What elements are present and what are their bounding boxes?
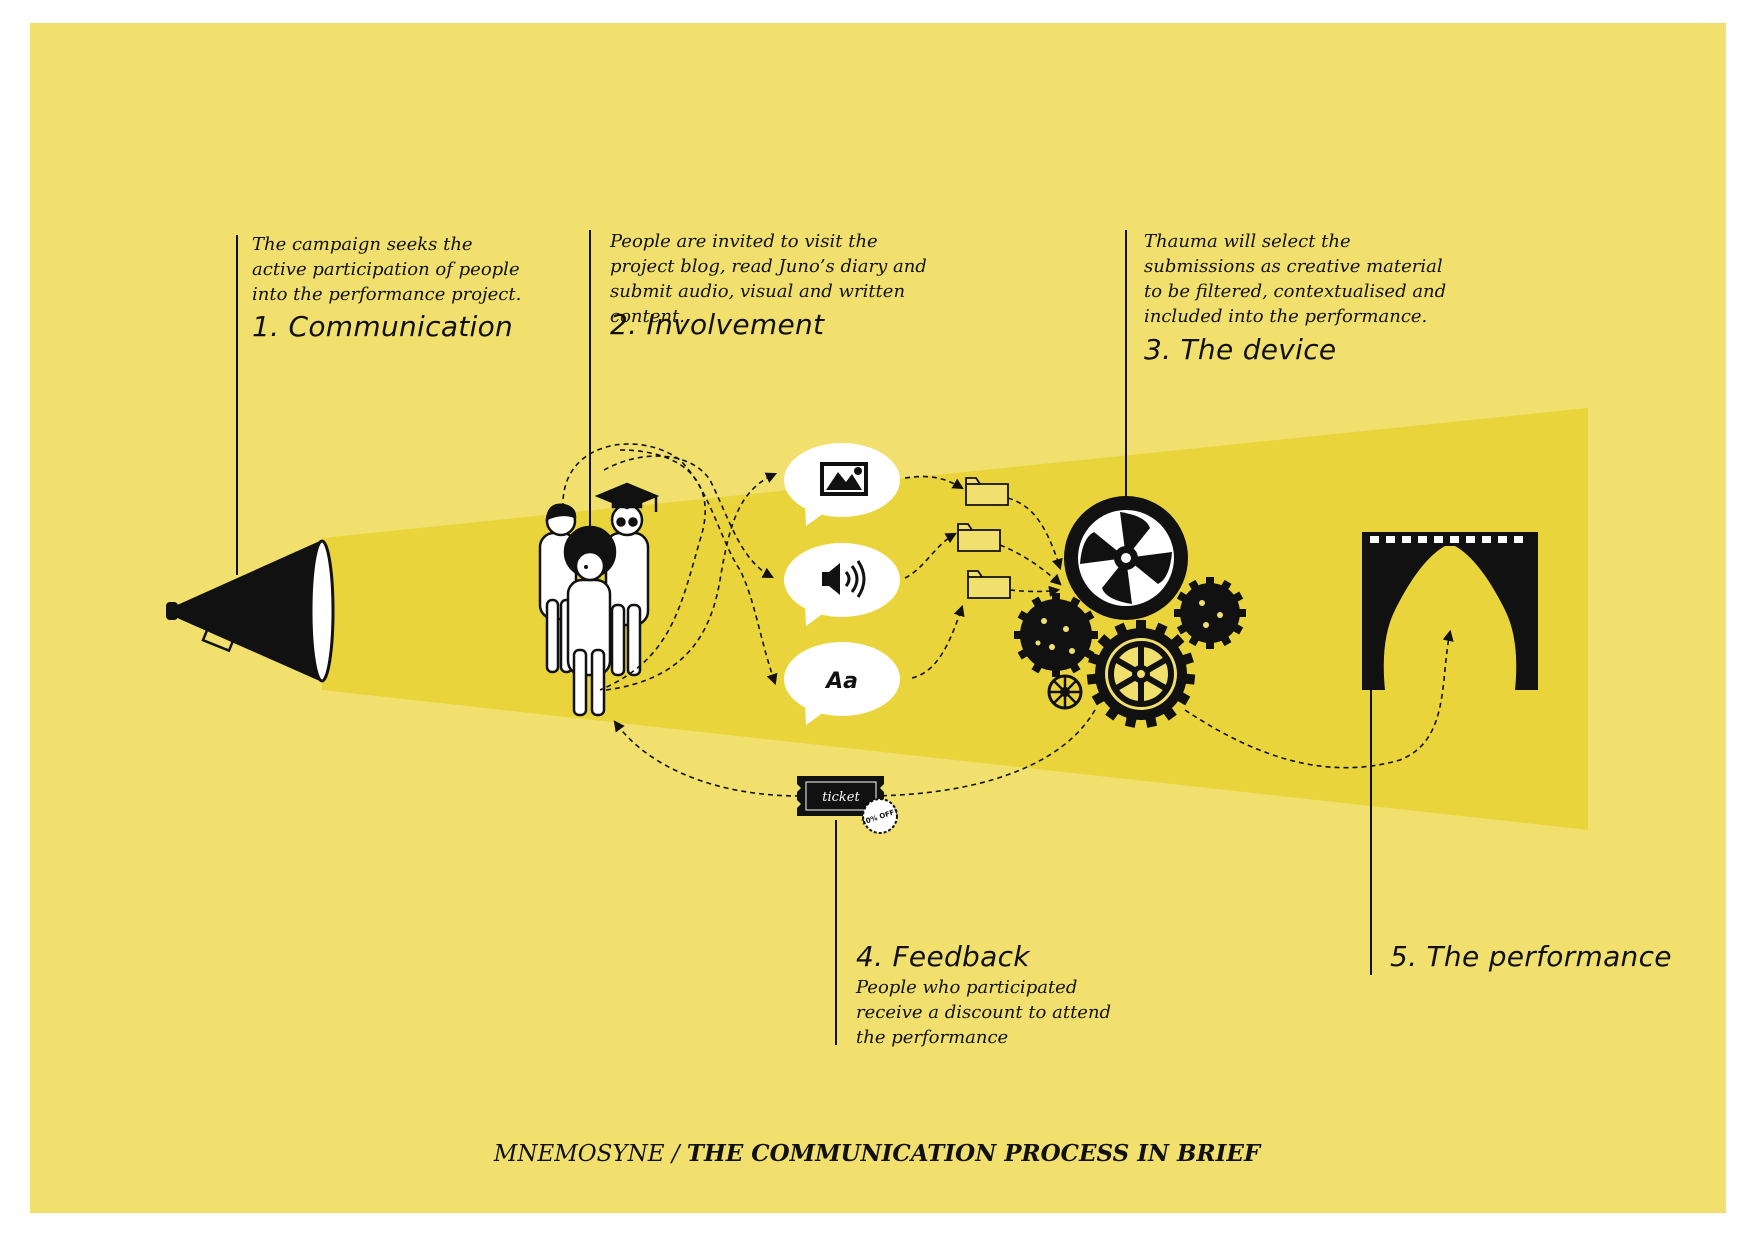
text-bubble	[784, 642, 900, 725]
folder-icon	[965, 477, 1009, 506]
step-1-title: 1. Communication	[252, 310, 514, 343]
step-4-title: 4. Feedback	[856, 940, 1030, 973]
folder-icons	[957, 477, 1011, 599]
gear-icon	[1174, 577, 1246, 649]
speaker-icon	[822, 560, 866, 598]
people-icon	[538, 482, 660, 717]
image-bubble	[784, 443, 900, 526]
step-2-title: 2. Involvement	[610, 308, 825, 341]
step-3-description: Thauma will select the submissions as cr…	[1144, 231, 1447, 327]
gear-icon	[1014, 593, 1098, 677]
text-bubble-label: Aa	[824, 669, 858, 694]
step-5-title: 5. The performance	[1390, 940, 1672, 973]
small-reel-icon	[1047, 674, 1083, 710]
leader-lines	[236, 230, 1372, 1045]
step-1-description: The campaign seeks the active participat…	[252, 234, 522, 305]
step-3-title: 3. The device	[1144, 333, 1337, 366]
ticket-label: ticket	[822, 790, 860, 805]
step-2-description: People are invited to visit the project …	[610, 231, 927, 327]
ticket-icon	[797, 776, 898, 834]
step-4-description: People who participated receive a discou…	[856, 977, 1112, 1048]
footer-subtitle: THE COMMUNICATION PROCESS IN BRIEF	[686, 1140, 1261, 1167]
audio-bubble	[784, 543, 900, 626]
stage-curtain-icon	[1362, 532, 1538, 690]
folder-icon	[957, 523, 1001, 552]
film-reel-icon	[1064, 496, 1188, 620]
footer-project: MNEMOSYNE	[493, 1141, 665, 1167]
folder-icon	[967, 570, 1011, 599]
gear-icon	[1086, 620, 1196, 728]
flow-arrows	[562, 443, 1454, 797]
image-icon	[820, 462, 868, 496]
light-beam	[322, 408, 1588, 830]
megaphone-icon	[166, 539, 335, 683]
device-machine	[1014, 496, 1246, 728]
footer-separator: /	[664, 1141, 687, 1167]
footer-caption: MNEMOSYNE / THE COMMUNICATION PROCESS IN…	[0, 1140, 1754, 1167]
